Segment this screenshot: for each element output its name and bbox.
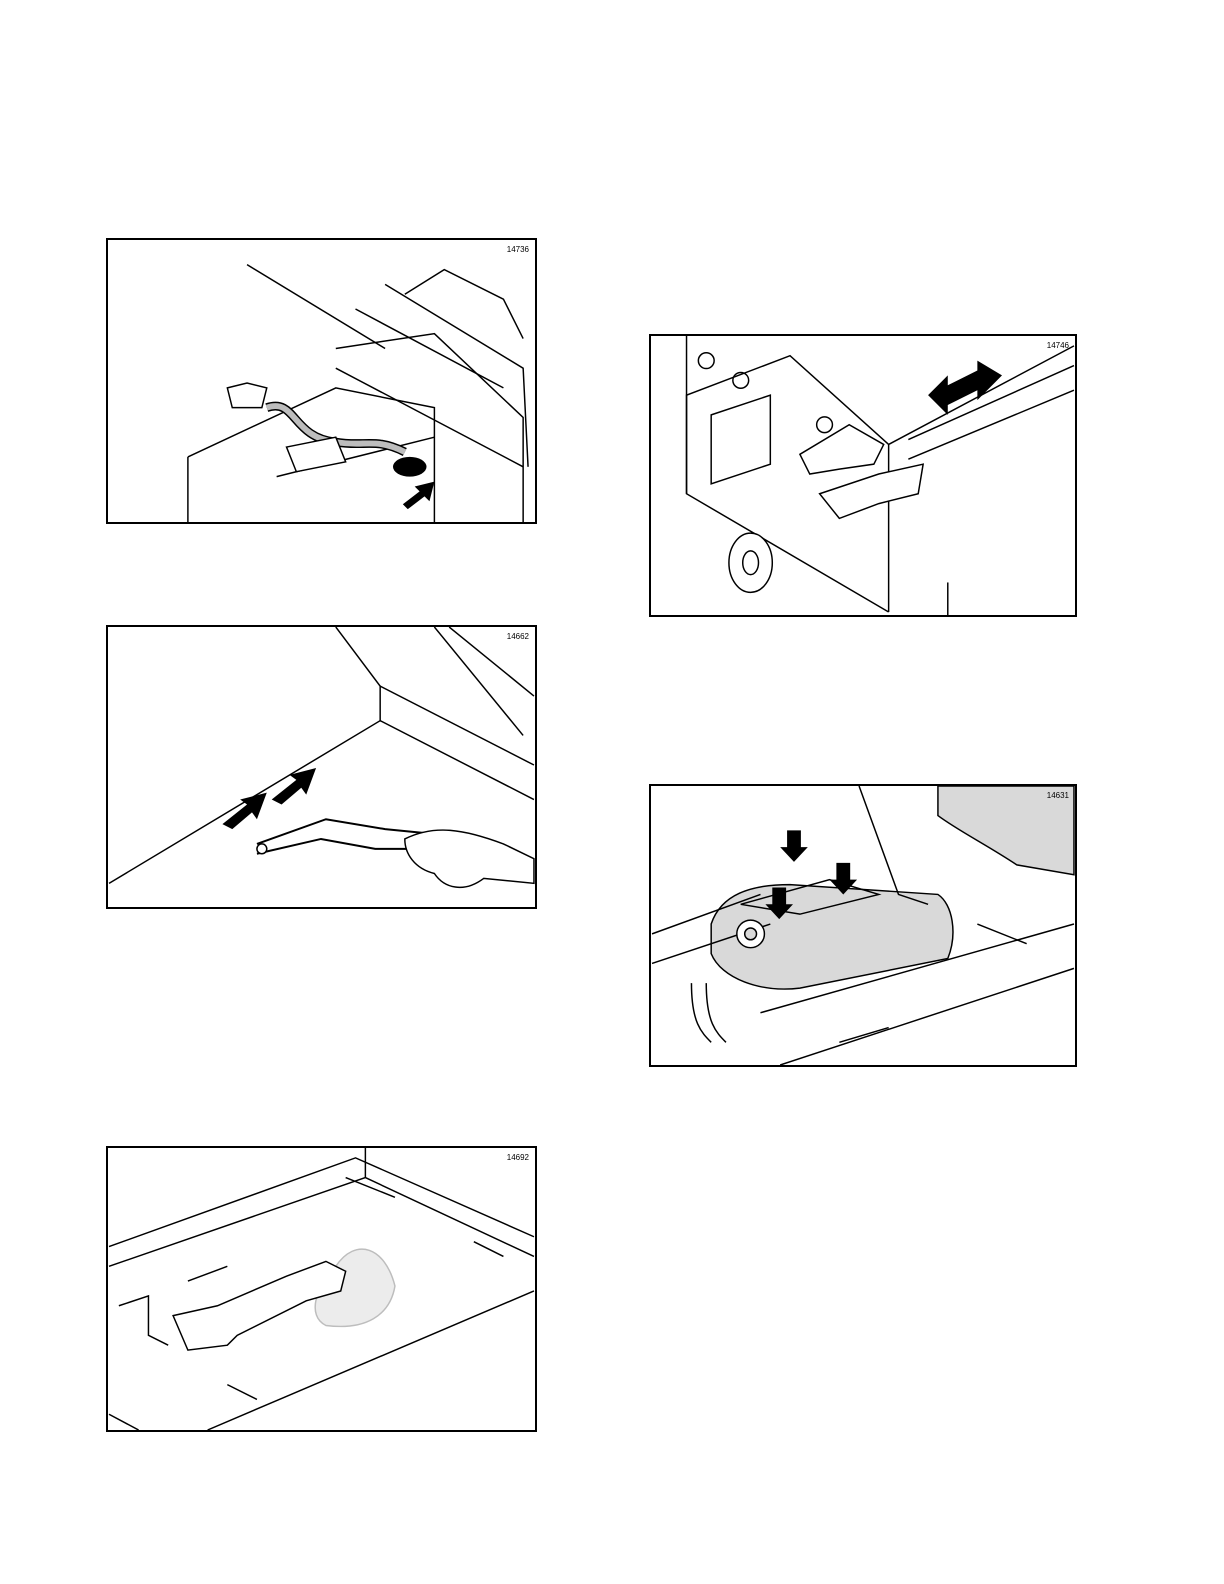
- figure-number: 14746: [1047, 341, 1069, 350]
- figure-hose-cleaning: 14736: [106, 238, 537, 524]
- scraper-illustration: [108, 627, 535, 907]
- figure-number: 14662: [507, 632, 529, 641]
- wipe-surface-illustration: [108, 1148, 535, 1430]
- hose-cleaning-illustration: [108, 240, 535, 522]
- figure-number: 14631: [1047, 791, 1069, 800]
- figure-scraper: 14662: [106, 625, 537, 909]
- roller-press-illustration: [651, 786, 1075, 1065]
- slide-panel-illustration: [651, 336, 1075, 615]
- figure-wipe-surface: 14692: [106, 1146, 537, 1432]
- figure-roller-press: 14631: [649, 784, 1077, 1067]
- figure-number: 14692: [507, 1153, 529, 1162]
- figure-number: 14736: [507, 245, 529, 254]
- figure-slide-panel: 14746: [649, 334, 1077, 617]
